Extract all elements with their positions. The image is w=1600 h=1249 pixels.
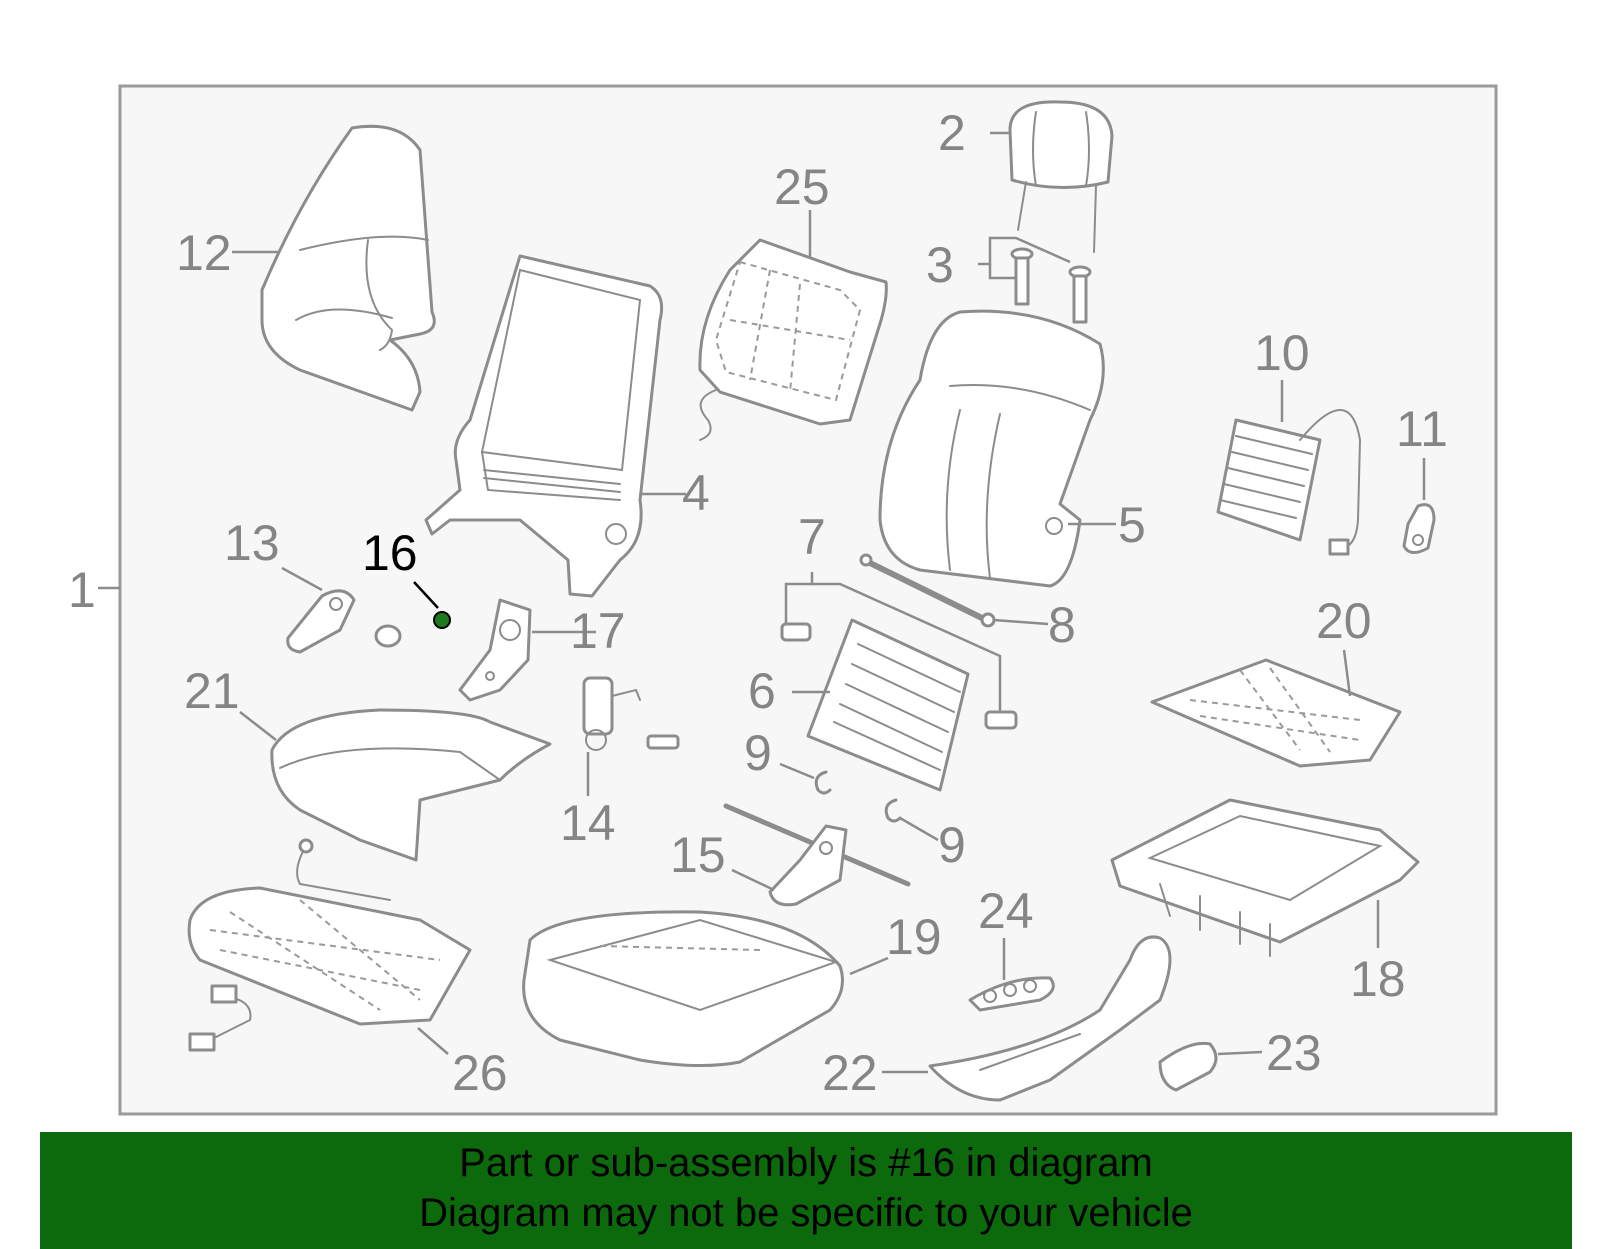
callout-18: 18	[1350, 951, 1406, 1007]
leader-lines	[232, 131, 1426, 1074]
part-10-lumbar-support[interactable]	[1216, 409, 1362, 556]
callout-4: 4	[682, 465, 710, 521]
callout-labels: 1 2 3 4 5 6 7 8 9 9 10 11 12 13 14 15 16…	[68, 105, 1448, 1101]
part-24-switch[interactable]	[968, 976, 1055, 1012]
callout-9-lower: 9	[938, 817, 966, 873]
part-23-cap[interactable]	[1158, 1041, 1218, 1092]
part-14-motor[interactable]	[582, 676, 680, 751]
part-washer[interactable]	[374, 624, 402, 648]
info-banner: Part or sub-assembly is #16 in diagram D…	[40, 1132, 1572, 1249]
callout-8: 8	[1048, 597, 1076, 653]
part-6-spring-mat[interactable]	[806, 618, 970, 792]
callout-9-upper: 9	[744, 725, 772, 781]
part-15-adjuster[interactable]	[723, 803, 911, 907]
seat-parts-diagram: 1 2 3 4 5 6 7 8 9 9 10 11 12 13 14 15 16…	[68, 84, 1498, 1116]
callout-21: 21	[184, 663, 240, 719]
part-26-seat-heater[interactable]	[187, 838, 472, 1052]
part-2-headrest[interactable]	[1008, 100, 1114, 253]
part-22-side-trim[interactable]	[928, 935, 1172, 1102]
part-21-cushion-cover[interactable]	[270, 708, 552, 862]
callout-26: 26	[452, 1045, 508, 1101]
part-17-recliner[interactable]	[458, 598, 532, 702]
callout-2: 2	[938, 105, 966, 161]
callout-22: 22	[822, 1045, 878, 1101]
banner-disclaimer: Diagram may not be specific to your vehi…	[419, 1191, 1193, 1235]
part-4-seatback-frame[interactable]	[424, 254, 664, 598]
callout-14: 14	[560, 795, 616, 851]
callout-3: 3	[926, 237, 954, 293]
callout-15: 15	[670, 827, 726, 883]
part-19-cushion-pad[interactable]	[522, 910, 844, 1068]
callout-1: 1	[68, 562, 96, 618]
part-3-headrest-guides[interactable]	[1010, 247, 1092, 324]
callout-25: 25	[774, 159, 830, 215]
callout-7: 7	[798, 509, 826, 565]
callout-19: 19	[886, 909, 942, 965]
callout-24: 24	[978, 883, 1034, 939]
part-5-seatback-trim[interactable]	[878, 309, 1105, 588]
callout-5: 5	[1118, 497, 1146, 553]
part-13-recliner-cover[interactable]	[286, 589, 356, 654]
part-12-seatback-cover[interactable]	[260, 124, 436, 412]
part-16-highlighted-nut[interactable]	[433, 611, 451, 629]
part-18-seat-frame[interactable]	[1110, 798, 1420, 957]
callout-11: 11	[1396, 401, 1448, 457]
banner-part-note: Part or sub-assembly is #16 in diagram	[459, 1141, 1153, 1185]
callout-16-highlighted: 16	[362, 525, 418, 581]
callout-20: 20	[1316, 593, 1372, 649]
part-11-clip[interactable]	[1402, 503, 1436, 554]
part-9-clips[interactable]	[814, 770, 902, 823]
part-25-seatback-pad[interactable]	[698, 238, 888, 441]
callout-13: 13	[224, 515, 280, 571]
callout-12: 12	[176, 225, 232, 281]
callout-6: 6	[748, 663, 776, 719]
callout-17: 17	[570, 603, 626, 659]
callout-23: 23	[1266, 1025, 1322, 1081]
callout-10: 10	[1254, 325, 1310, 381]
part-20-seat-cushion-mat[interactable]	[1150, 658, 1402, 768]
